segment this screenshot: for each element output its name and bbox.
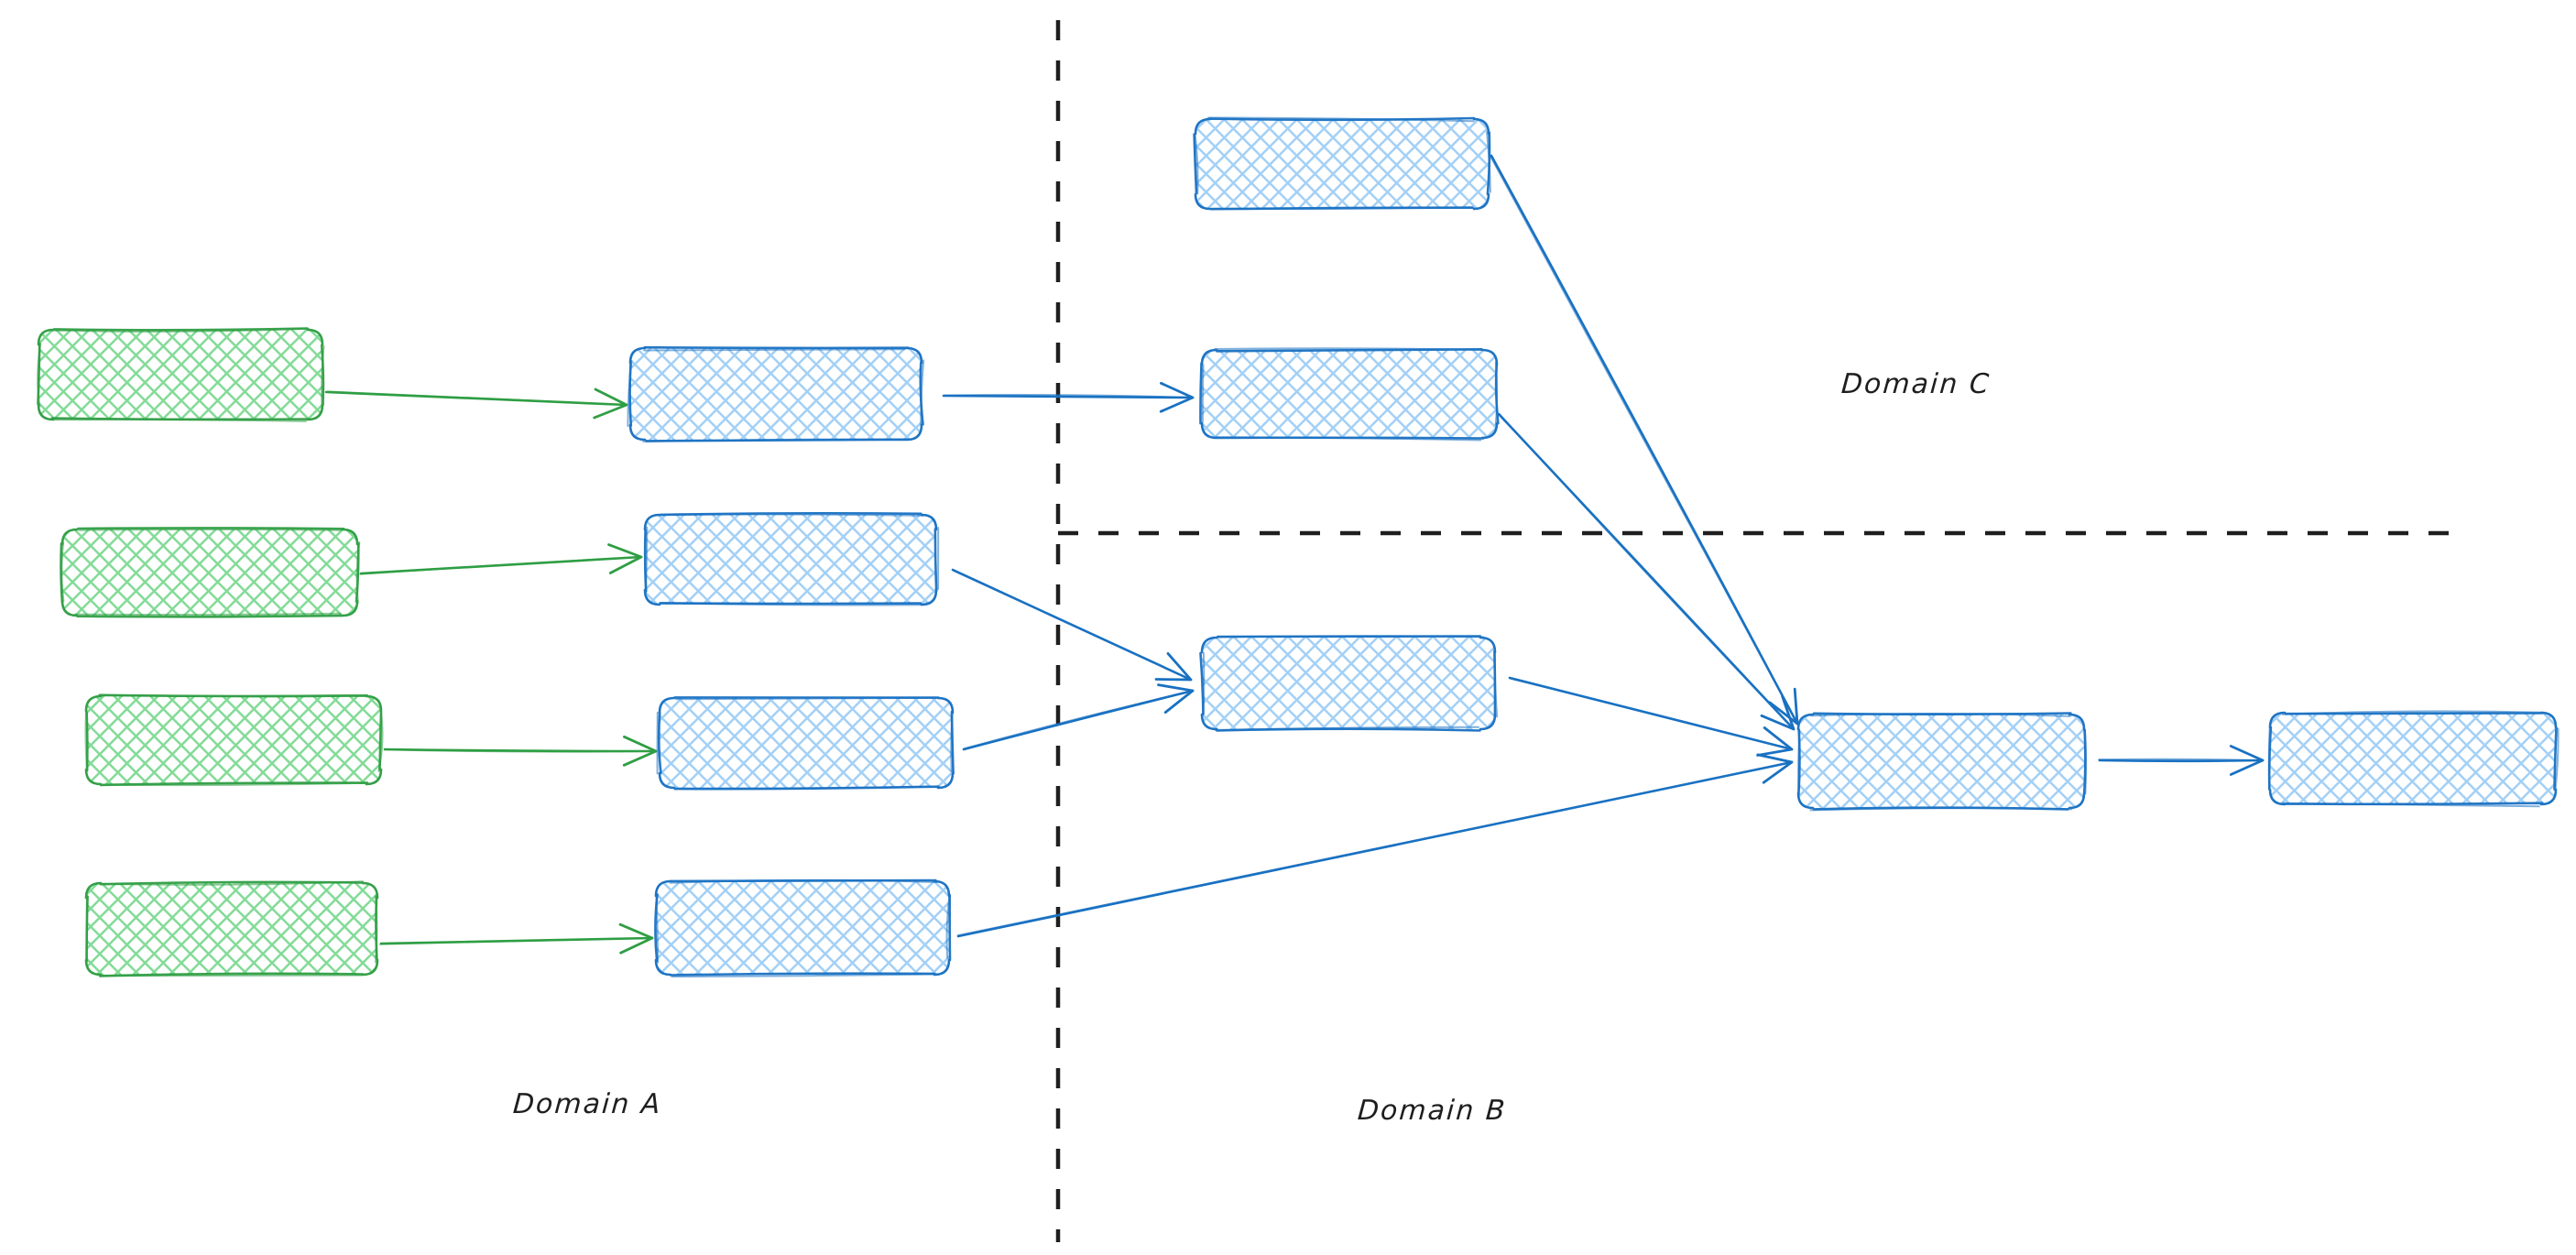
- edge-edge-bnode1-chub[interactable]: [1490, 154, 1799, 726]
- node-layer: [37, 116, 2560, 978]
- node-a-source-4[interactable]: [84, 880, 379, 977]
- node-a-source-3[interactable]: [84, 693, 384, 787]
- edge-edge-source1-stage1[interactable]: [324, 387, 628, 420]
- node-c-hub[interactable]: [1796, 712, 2088, 812]
- label-domain-c: Domain C: [1839, 368, 1992, 400]
- node-a-source-2[interactable]: [60, 527, 361, 618]
- edge-edge-chub-coutput[interactable]: [2098, 745, 2265, 776]
- node-a-stage-3[interactable]: [656, 696, 955, 791]
- edge-edge-source2-stage2[interactable]: [359, 543, 643, 575]
- label-domain-b: Domain B: [1356, 1095, 1508, 1127]
- edge-edge-stage4-chub[interactable]: [956, 753, 1794, 938]
- edge-edge-stage3-bnode3[interactable]: [962, 683, 1195, 751]
- node-a-stage-4[interactable]: [654, 878, 952, 978]
- edge-edge-source4-stage4[interactable]: [379, 922, 654, 955]
- node-a-stage-1[interactable]: [627, 345, 925, 442]
- node-c-output[interactable]: [2267, 710, 2560, 808]
- edge-edge-stage1-bnode2[interactable]: [942, 381, 1195, 413]
- edge-edge-stage2-bnode3[interactable]: [951, 568, 1193, 682]
- divider-layer: [1055, 20, 2464, 1242]
- node-b-node-3[interactable]: [1199, 635, 1499, 732]
- node-b-node-1[interactable]: [1193, 116, 1491, 211]
- node-a-source-1[interactable]: [37, 327, 325, 422]
- edge-edge-source3-stage3[interactable]: [383, 735, 658, 767]
- edge-layer: [324, 154, 2265, 955]
- node-a-stage-2[interactable]: [643, 512, 940, 606]
- edge-edge-bnode2-chub[interactable]: [1497, 412, 1796, 731]
- label-domain-a: Domain A: [511, 1088, 663, 1120]
- node-b-node-2[interactable]: [1199, 347, 1500, 442]
- edge-edge-bnode3-chub[interactable]: [1508, 676, 1794, 757]
